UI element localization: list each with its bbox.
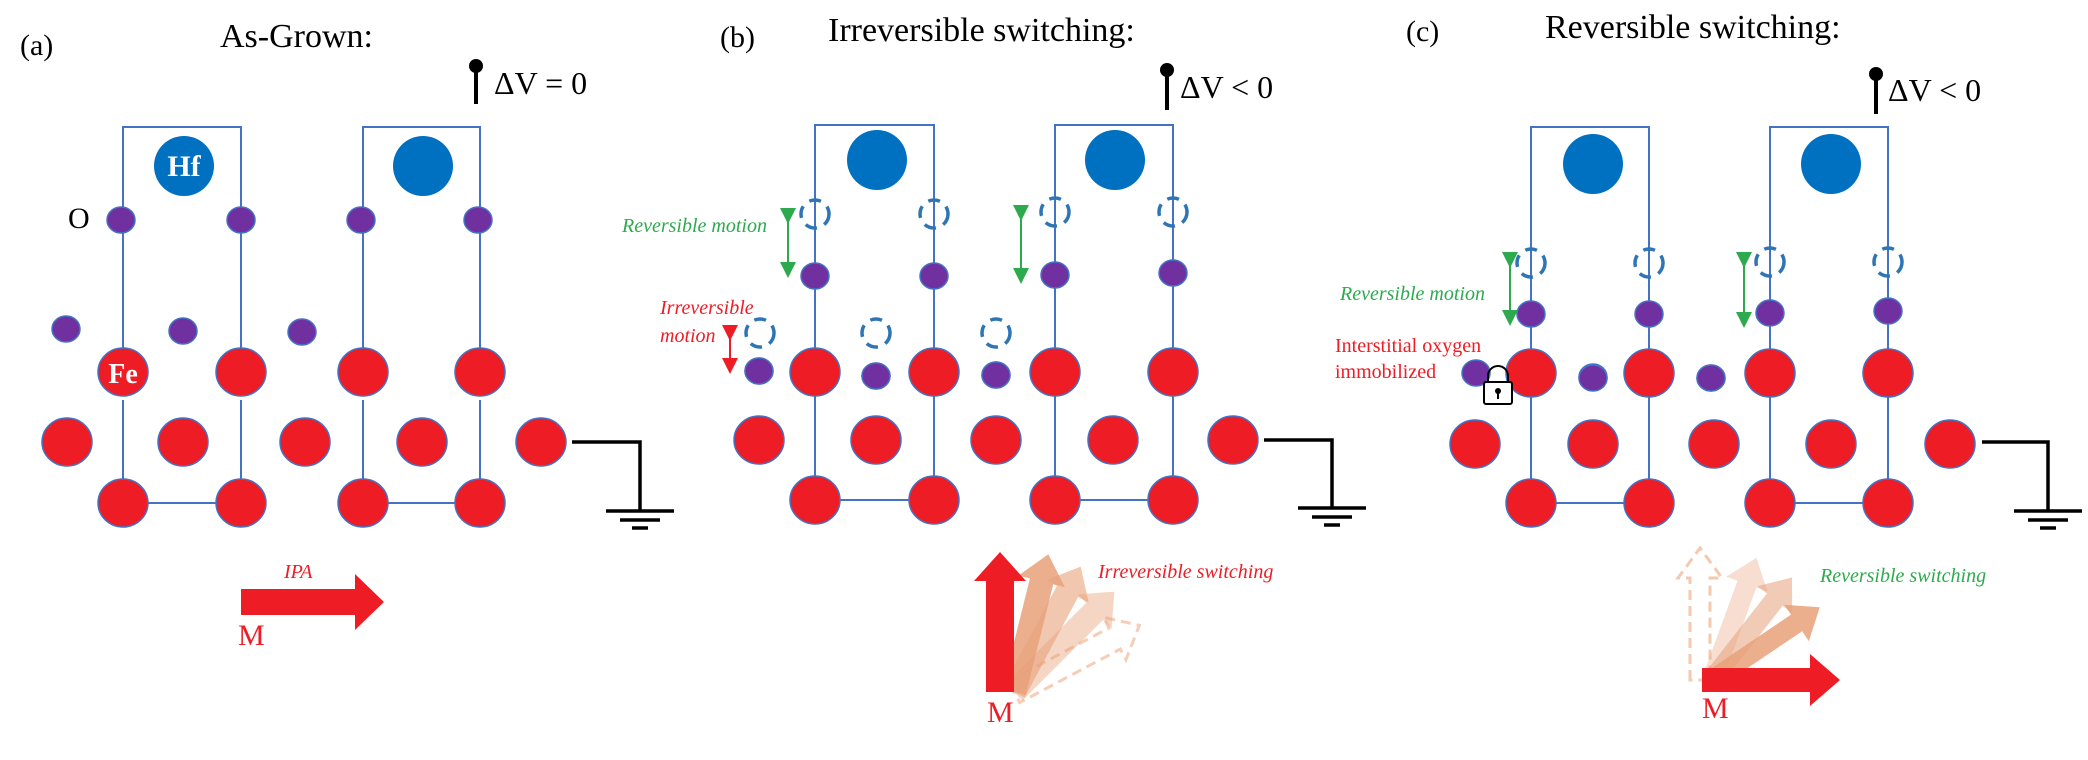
panel-a-magnetization: M: [238, 619, 265, 652]
ground-icon: [1982, 440, 2082, 530]
ground-icon: [1264, 438, 1366, 527]
voltage-pin-icon: [1160, 63, 1174, 110]
hf-atom: [1085, 130, 1145, 190]
panel-a: (a) As-Grown: ΔV = 0 Hf O: [20, 18, 674, 652]
reversible-switching-label: Reversible switching: [1819, 565, 1986, 587]
interstitial-oxygen-label: immobilized: [1335, 361, 1436, 383]
ground-icon: [572, 440, 674, 530]
irreversible-motion-label: Irreversible: [659, 297, 754, 319]
oxygen-vacancies: [744, 196, 1189, 349]
hf-atom: [154, 136, 214, 196]
hf-label: Hf: [167, 150, 201, 183]
hf-atom: [847, 130, 907, 190]
magnetization-rotation-icon: [1675, 545, 1840, 706]
oxygen-label: O: [68, 202, 90, 235]
panel-b-label: (b): [720, 21, 755, 54]
panel-c-title: Reversible switching:: [1545, 9, 1841, 46]
reversible-motion-label: Reversible motion: [1339, 283, 1485, 305]
hf-atom: [393, 136, 453, 196]
magnetization-arrow-icon: [241, 574, 384, 630]
panel-a-label: (a): [20, 29, 53, 62]
panel-b-magnetization: M: [987, 696, 1014, 729]
panel-b: (b) Irreversible switching: ΔV < 0: [621, 12, 1366, 729]
interstitial-oxygen-label: Interstitial oxygen: [1335, 335, 1481, 357]
voltage-pin-icon: [469, 59, 483, 104]
fe-atoms: [41, 347, 567, 528]
lock-icon: [1483, 365, 1513, 405]
panel-c-magnetization: M: [1702, 692, 1729, 725]
hf-atom: [1801, 134, 1861, 194]
ipa-label: IPA: [283, 561, 313, 583]
hf-atom: [1563, 134, 1623, 194]
panel-a-title: As-Grown:: [220, 18, 373, 55]
panel-c: (c) Reversible switching: ΔV < 0: [1335, 9, 2082, 725]
panel-b-title: Irreversible switching:: [828, 12, 1135, 49]
fe-atoms: [1449, 348, 1976, 528]
oxygen-atoms-front: [744, 357, 1011, 390]
panel-c-label: (c): [1406, 15, 1439, 48]
oxygen-atoms-front: [1461, 359, 1726, 392]
irreversible-switching-label: Irreversible switching: [1097, 561, 1273, 583]
voltage-pin-icon: [1869, 67, 1883, 114]
oxygen-atoms: [51, 206, 493, 346]
reversible-motion-label: Reversible motion: [621, 215, 767, 237]
fe-label: Fe: [108, 359, 138, 390]
panel-a-voltage: ΔV = 0: [494, 65, 587, 101]
magnetization-rotation-icon: [974, 552, 1142, 705]
panel-b-voltage: ΔV < 0: [1180, 69, 1273, 105]
fe-atoms: [733, 347, 1259, 525]
irreversible-motion-label: motion: [660, 325, 716, 347]
oxygen-vacancies: [1515, 246, 1904, 279]
panel-c-voltage: ΔV < 0: [1888, 72, 1981, 108]
